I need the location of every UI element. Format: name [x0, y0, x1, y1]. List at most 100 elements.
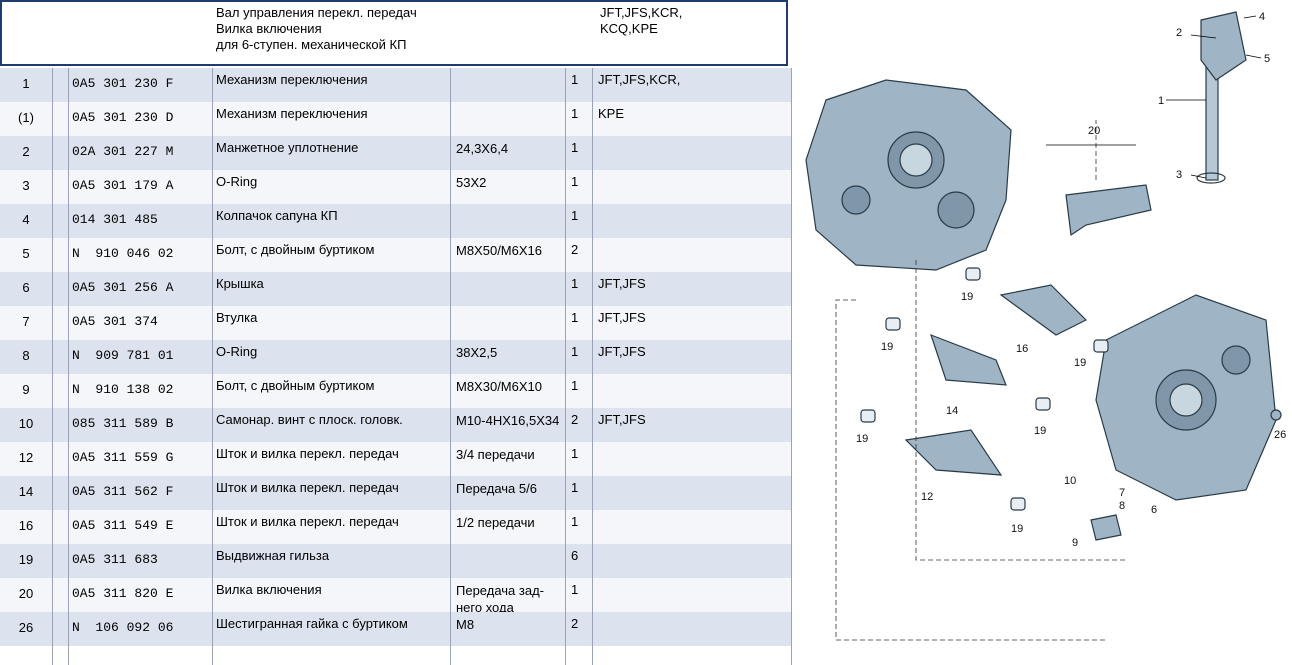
quantity: 1 — [571, 208, 579, 223]
diagram-label: 4 — [1259, 11, 1265, 23]
part-number: 0A5 311 820 E — [72, 586, 174, 601]
position-number: 7 — [22, 314, 30, 329]
diagram-label: 16 — [1016, 343, 1028, 355]
remark — [598, 476, 792, 510]
remark — [598, 544, 792, 578]
shift-fork-14 — [930, 333, 1007, 386]
shift-fork-12 — [904, 429, 1003, 476]
diagram-label: 14 — [946, 405, 958, 417]
exploded-parts-diagram: 1 2 3 4 5 6 7 8 9 10 12 14 16 19 19 19 1… — [805, 11, 1286, 641]
column-divider — [791, 68, 792, 665]
remark: KPE — [598, 106, 625, 121]
part-name: Шток и вилка перекл. передач — [216, 480, 399, 495]
table-row: 4 014 301 485 Колпачок сапуна КП 1 — [0, 204, 792, 238]
part-name: Колпачок сапуна КП — [216, 208, 338, 223]
table-row: 5 N 910 046 02 Болт, с двойным буртиком M8X… — [0, 238, 792, 272]
part-number: 0A5 301 230 F — [72, 76, 174, 91]
part-number: 0A5 311 549 E — [72, 518, 174, 533]
part-spec — [456, 102, 566, 136]
diagram-label: 19 — [1034, 425, 1046, 437]
remark — [598, 170, 792, 204]
diagram-label: 1 — [1158, 95, 1164, 107]
part-number: N 910 046 02 — [72, 246, 174, 261]
diagram-label: 9 — [1072, 537, 1078, 549]
part-name: Болт, с двойным буртиком — [216, 242, 375, 257]
diagram-label: 3 — [1176, 169, 1182, 181]
position-number: 26 — [18, 620, 34, 635]
position-number: 3 — [22, 178, 30, 193]
part-number: 0A5 311 562 F — [72, 484, 174, 499]
part-spec: M8X50/M6X16 — [456, 243, 542, 258]
part-number: 014 301 485 — [72, 212, 158, 227]
title-line-3: для 6-ступен. механической КП — [216, 37, 407, 52]
assembly-title: Вал управления перекл. передач Вилка вкл… — [216, 5, 417, 53]
quantity: 1 — [571, 72, 579, 87]
diagram-label: 8 — [1119, 500, 1125, 512]
spec-line: Передача зад- — [456, 583, 544, 598]
diagram-label: 2 — [1176, 27, 1182, 39]
column-divider — [212, 68, 213, 665]
part-number: 0A5 301 256 A — [72, 280, 174, 295]
title-line-1: Вал управления перекл. передач — [216, 5, 417, 20]
cover-part-6 — [1090, 514, 1122, 541]
remark — [598, 136, 792, 170]
position-number: (1) — [18, 110, 34, 125]
position-number: 10 — [18, 416, 34, 431]
part-spec: 24,3X6,4 — [456, 141, 509, 156]
quantity: 1 — [571, 480, 579, 495]
part-number: 0A5 301 179 A — [72, 178, 174, 193]
column-divider — [52, 68, 53, 665]
position-number: 2 — [22, 144, 30, 159]
part-number: 0A5 301 374 — [72, 314, 158, 329]
part-name: Шток и вилка перекл. передач — [216, 446, 399, 461]
position-number: 5 — [22, 246, 30, 261]
part-number: 0A5 311 559 G — [72, 450, 174, 465]
document-header: Вал управления перекл. передач Вилка вкл… — [0, 0, 788, 66]
position-number: 16 — [18, 518, 34, 533]
part-name: Механизм переключения — [216, 72, 368, 87]
remark — [598, 204, 792, 238]
title-line-2: Вилка включения — [216, 21, 322, 36]
part-spec: 38X2,5 — [456, 345, 498, 360]
part-spec — [456, 306, 566, 340]
part-spec: M8X30/M6X10 — [456, 379, 542, 394]
part-name: Самонар. винт с плоск. головк. — [216, 412, 403, 427]
applicable-models: JFT,JFS,KCR, KCQ,KPE — [600, 5, 682, 37]
quantity: 1 — [571, 344, 579, 359]
quantity: 2 — [571, 412, 579, 427]
part-number: N 106 092 06 — [72, 620, 174, 635]
diagram-label: 19 — [1011, 523, 1023, 535]
part-spec — [456, 68, 566, 102]
column-divider — [68, 68, 69, 665]
position-number: 8 — [22, 348, 30, 363]
models-line-2: KCQ,KPE — [600, 21, 658, 36]
quantity: 1 — [571, 140, 579, 155]
part-name: Выдвижная гильза — [216, 548, 330, 563]
part-name: Крышка — [216, 276, 264, 291]
part-number: 0A5 301 230 D — [72, 110, 174, 125]
part-spec — [456, 272, 566, 306]
quantity: 1 — [571, 514, 579, 529]
part-number: 085 311 589 B — [72, 416, 174, 431]
models-line-1: JFT,JFS,KCR, — [600, 5, 683, 20]
part-number: 02A 301 227 M — [72, 144, 174, 159]
quantity: 1 — [571, 446, 579, 461]
quantity: 1 — [571, 276, 579, 291]
part-number: N 909 781 01 — [72, 348, 174, 363]
remark: JFT,JFS — [598, 412, 646, 427]
part-spec: M10-4HX16,5X34 — [456, 413, 560, 428]
position-number: 6 — [22, 280, 30, 295]
table-row: 10 085 311 589 B Самонар. винт с плоск. го… — [0, 408, 792, 442]
position-number: 4 — [22, 212, 30, 227]
remark — [598, 374, 792, 408]
part-spec: M8 — [456, 617, 475, 632]
quantity: 2 — [571, 242, 579, 257]
remark — [598, 238, 792, 272]
part-spec: 1/2 передачи — [456, 515, 535, 530]
